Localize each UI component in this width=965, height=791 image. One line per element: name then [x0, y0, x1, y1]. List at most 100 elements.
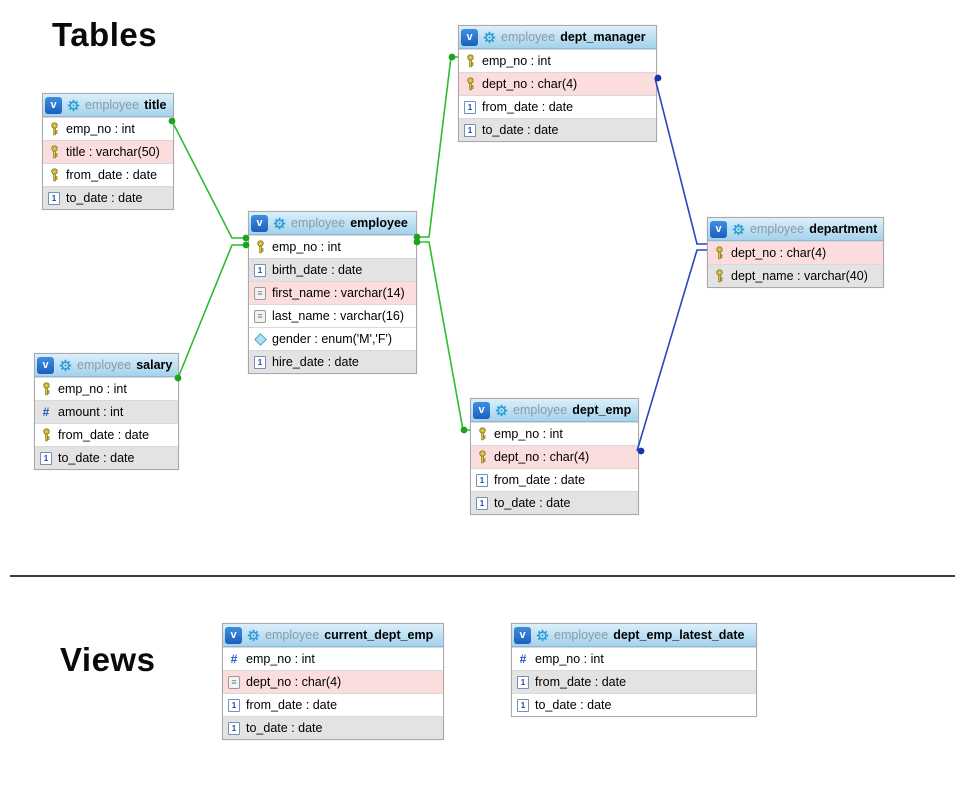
view-structure-icon[interactable]: v — [514, 626, 531, 644]
column-row-dept_manager-1[interactable]: dept_no : char(4) — [459, 72, 656, 95]
view-structure-icon[interactable]: v — [251, 214, 268, 232]
date-type-icon: 1 — [40, 451, 52, 465]
column-row-dept_emp_latest_date-0[interactable]: #emp_no : int — [512, 647, 756, 670]
view-structure-icon[interactable]: v — [45, 96, 62, 114]
section-divider — [10, 575, 955, 577]
table-options-gear-icon[interactable] — [67, 99, 80, 112]
column-row-dept_manager-0[interactable]: emp_no : int — [459, 49, 656, 72]
table-options-gear-icon[interactable] — [273, 217, 286, 230]
column-row-dept_emp-1[interactable]: dept_no : char(4) — [471, 445, 638, 468]
table-options-gear-icon[interactable] — [247, 629, 260, 642]
table-options-gear-icon[interactable] — [483, 31, 496, 44]
view-structure-icon[interactable]: v — [710, 220, 727, 238]
column-row-current_dept_emp-1[interactable]: ≡dept_no : char(4) — [223, 670, 443, 693]
column-row-title-0[interactable]: emp_no : int — [43, 117, 173, 140]
table-department[interactable]: v employee department dept_no : char(4)dept… — [707, 217, 884, 288]
table-header-title[interactable]: v employee title — [43, 94, 173, 117]
schema-name-label: employee — [513, 403, 568, 417]
column-row-department-1[interactable]: dept_name : varchar(40) — [708, 264, 883, 287]
table-name-label: current_dept_emp — [324, 628, 434, 642]
view-structure-icon[interactable]: v — [37, 356, 54, 374]
primary-key-icon — [476, 450, 488, 464]
column-row-salary-0[interactable]: emp_no : int — [35, 377, 178, 400]
column-label: from_date : date — [58, 428, 150, 442]
schema-name-label: employee — [750, 222, 805, 236]
view-structure-icon[interactable]: v — [225, 626, 242, 644]
table-title[interactable]: v employee title emp_no : int title : varcha… — [42, 93, 174, 210]
column-row-employee-0[interactable]: emp_no : int — [249, 235, 416, 258]
date-type-icon: 1 — [254, 355, 266, 369]
relationship-endpoint-dot — [448, 53, 456, 61]
table-name-label: title — [144, 98, 167, 112]
table-header-dept_emp[interactable]: v employee dept_emp — [471, 399, 638, 422]
table-header-department[interactable]: v employee department — [708, 218, 883, 241]
column-row-dept_emp-0[interactable]: emp_no : int — [471, 422, 638, 445]
column-row-salary-2[interactable]: from_date : date — [35, 423, 178, 446]
column-row-department-0[interactable]: dept_no : char(4) — [708, 241, 883, 264]
table-name-label: department — [809, 222, 878, 236]
table-options-gear-icon[interactable] — [59, 359, 72, 372]
column-row-employee-4[interactable]: gender : enum('M','F') — [249, 327, 416, 350]
column-label: to_date : date — [66, 191, 143, 205]
table-options-gear-icon[interactable] — [536, 629, 549, 642]
primary-key-icon — [464, 77, 476, 91]
column-row-title-2[interactable]: from_date : date — [43, 163, 173, 186]
table-name-label: salary — [136, 358, 173, 372]
table-name-label: dept_emp — [572, 403, 632, 417]
text-type-icon: ≡ — [254, 309, 266, 323]
column-label: emp_no : int — [66, 122, 135, 136]
date-type-icon: 1 — [228, 698, 240, 712]
schema-name-label: employee — [85, 98, 140, 112]
column-row-employee-2[interactable]: ≡first_name : varchar(14) — [249, 281, 416, 304]
view-structure-icon[interactable]: v — [461, 28, 478, 46]
relationship-employee-to-dept_emp — [415, 241, 470, 431]
relationship-dept_manager-to-department — [654, 77, 707, 245]
column-label: dept_no : char(4) — [246, 675, 342, 689]
column-label: emp_no : int — [58, 382, 127, 396]
primary-key-icon — [40, 428, 52, 442]
column-label: from_date : date — [535, 675, 627, 689]
table-options-gear-icon[interactable] — [732, 223, 745, 236]
primary-key-icon — [713, 246, 725, 260]
text-type-icon: ≡ — [254, 286, 266, 300]
primary-key-icon — [48, 168, 60, 182]
numeric-type-icon: # — [230, 652, 238, 666]
column-row-title-1[interactable]: title : varchar(50) — [43, 140, 173, 163]
view-structure-icon[interactable]: v — [473, 401, 490, 419]
table-name-label: employee — [350, 216, 408, 230]
primary-key-icon — [48, 145, 60, 159]
column-row-employee-3[interactable]: ≡last_name : varchar(16) — [249, 304, 416, 327]
column-label: emp_no : int — [482, 54, 551, 68]
date-type-icon: 1 — [228, 721, 240, 735]
table-options-gear-icon[interactable] — [495, 404, 508, 417]
primary-key-icon — [48, 122, 60, 136]
column-label: title : varchar(50) — [66, 145, 160, 159]
column-row-current_dept_emp-0[interactable]: #emp_no : int — [223, 647, 443, 670]
column-row-salary-1[interactable]: #amount : int — [35, 400, 178, 423]
column-label: to_date : date — [482, 123, 559, 137]
